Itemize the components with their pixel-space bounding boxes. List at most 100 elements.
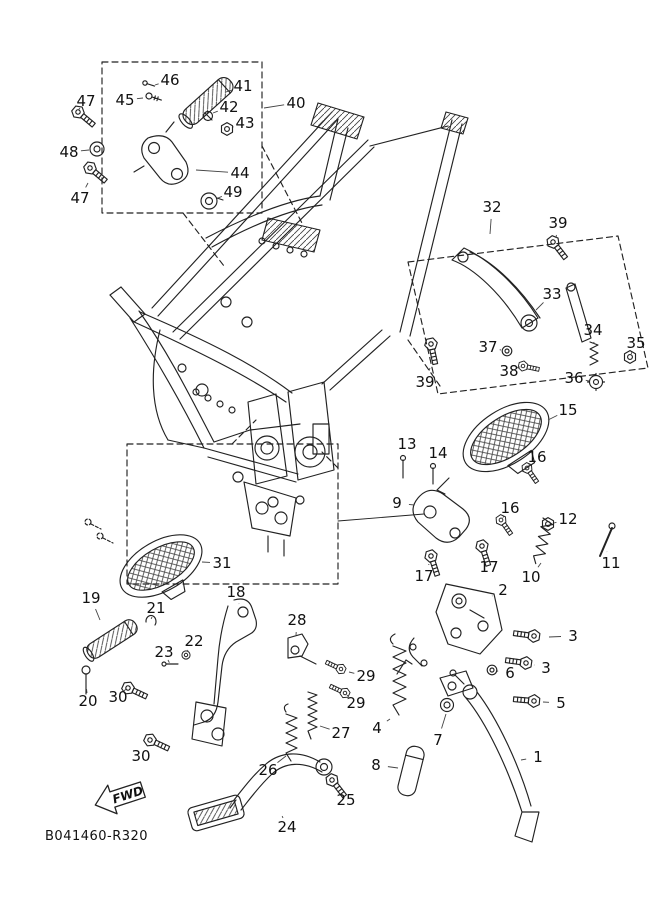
leader-line: [502, 515, 505, 518]
callout-8: 8: [371, 756, 381, 774]
callout-2: 2: [498, 581, 508, 599]
washer-22: [181, 650, 191, 660]
bolt-39: [423, 336, 443, 366]
callout-16: 16: [527, 448, 546, 466]
leader-line: [186, 649, 189, 652]
callout-22: 22: [184, 632, 203, 650]
callout-4: 4: [372, 719, 382, 737]
bracket-18: [191, 598, 257, 747]
spring-4: [389, 633, 407, 716]
bracket-33: [451, 247, 592, 343]
leader-line: [387, 766, 399, 769]
leader-line: [319, 725, 330, 730]
callout-7: 7: [433, 731, 443, 749]
callout-42: 42: [219, 98, 238, 116]
callout-9: 9: [392, 494, 402, 512]
washer-37: [501, 345, 513, 357]
brake-pedal-24: [187, 753, 333, 832]
callout-37: 37: [478, 338, 497, 356]
callout-47: 47: [70, 189, 89, 207]
callout-31: 31: [212, 554, 231, 572]
leader-line: [136, 97, 144, 100]
spring-34: [589, 341, 599, 366]
pin-20: [81, 665, 91, 695]
callout-26: 26: [258, 761, 277, 779]
callout-24: 24: [277, 818, 296, 836]
damper-48: [89, 141, 105, 157]
callout-5: 5: [556, 694, 566, 712]
callout-18: 18: [226, 583, 245, 601]
leader-line: [547, 414, 558, 421]
bracket-28: [287, 633, 317, 665]
nut-35: [623, 350, 637, 364]
callout-15: 15: [558, 401, 577, 419]
callout-43: 43: [235, 114, 254, 132]
bolt-3: [512, 626, 541, 644]
leader-line: [528, 463, 531, 466]
callout-14: 14: [428, 444, 447, 462]
leader-line: [535, 302, 544, 311]
rear-bracket-assembly: [423, 233, 637, 392]
leader-line: [80, 149, 90, 152]
callout-30: 30: [131, 747, 150, 765]
leader-line: [441, 713, 447, 729]
front-footrest-assembly: [69, 76, 234, 210]
callout-29: 29: [346, 694, 365, 712]
callout-11: 11: [601, 554, 620, 572]
callout-1: 1: [533, 748, 543, 766]
callout-23: 23: [154, 643, 173, 661]
hidden-screws: [84, 518, 114, 544]
callout-46: 46: [160, 71, 179, 89]
left-footrest-assembly: [81, 518, 352, 832]
leader-line: [281, 815, 284, 819]
cap-49: [200, 192, 224, 210]
callout-25: 25: [336, 791, 355, 809]
callout-3: 3: [568, 627, 578, 645]
leader-line: [386, 718, 391, 722]
right-rear-footrest: [399, 401, 616, 579]
bracket-44: [133, 121, 189, 185]
leader-line: [630, 351, 633, 355]
callout-41: 41: [233, 77, 252, 95]
side-stand-1: [439, 669, 540, 843]
callout-49: 49: [223, 183, 242, 201]
stand-tube-8: [397, 745, 425, 797]
footrest-peg-41: [178, 76, 234, 129]
leader-line: [516, 366, 521, 369]
callout-19: 19: [81, 589, 100, 607]
stand-stopper: [396, 637, 428, 675]
leader-line: [346, 694, 349, 697]
bolt-39: [543, 233, 572, 263]
callout-21: 21: [146, 599, 165, 617]
callout-45: 45: [115, 91, 134, 109]
leader-line: [489, 218, 492, 235]
callout-20: 20: [78, 692, 97, 710]
leader-line: [167, 659, 170, 663]
callout-47: 47: [76, 92, 95, 110]
fwd-arrow: FWD: [94, 781, 146, 815]
footrest-pad-31: [119, 534, 203, 601]
bolt-38: [517, 359, 541, 375]
callout-6: 6: [505, 664, 515, 682]
callout-34: 34: [583, 321, 602, 339]
leader-line: [95, 608, 101, 621]
footrest-pad-15: [462, 401, 550, 475]
footrest-bracket-9: [412, 477, 470, 543]
callout-27: 27: [331, 724, 350, 742]
leader-line: [548, 636, 562, 638]
leader-line: [123, 688, 127, 692]
washer-7: [439, 697, 455, 713]
leader-line: [277, 755, 287, 763]
callout-28: 28: [287, 611, 306, 629]
callout-17: 17: [479, 558, 498, 576]
callout-10: 10: [521, 568, 540, 586]
callout-16: 16: [500, 499, 519, 517]
leader-line: [428, 367, 431, 371]
spring-26: [283, 703, 298, 762]
leader-line: [77, 107, 81, 111]
callout-3: 3: [541, 659, 551, 677]
leader-line: [585, 379, 590, 382]
leader-line: [212, 110, 218, 114]
